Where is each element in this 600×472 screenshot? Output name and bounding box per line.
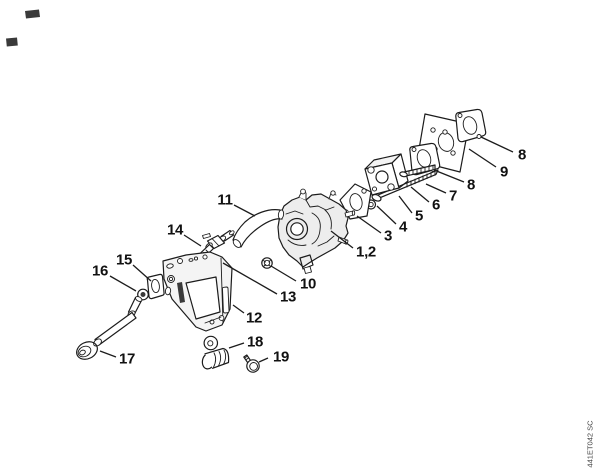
part-screw-19	[243, 354, 260, 373]
callout-18: 18	[246, 333, 264, 351]
leader-lines	[99, 136, 514, 363]
callout-13: 13	[279, 288, 297, 306]
part-elbow-fitting-14	[197, 229, 235, 261]
part-bracket-12	[162, 251, 233, 332]
leader-line-10	[270, 265, 297, 282]
callout-6: 6	[431, 196, 441, 214]
leader-line-15	[132, 264, 152, 282]
leader-line-4	[376, 205, 397, 225]
callout-8: 8	[466, 176, 476, 194]
leader-line-8	[480, 136, 514, 153]
callout-3: 3	[383, 227, 393, 245]
leader-line-13	[222, 262, 278, 295]
callout-8: 8	[517, 146, 527, 164]
callout-1-2: 1,2	[356, 243, 376, 261]
callout-10: 10	[299, 275, 317, 293]
drawing-code-label: 441ET042 SC	[585, 420, 595, 468]
part-screw-5	[371, 169, 439, 202]
callout-11: 11	[217, 191, 233, 209]
part-pickup-elbow-17	[76, 296, 143, 360]
leader-line-6	[410, 186, 430, 203]
leader-line-5	[398, 195, 413, 214]
callout-12: 12	[245, 309, 263, 327]
leader-line-19	[258, 357, 269, 363]
part-gasket-15	[146, 273, 165, 300]
leader-line-12	[232, 304, 245, 314]
leader-line-18	[228, 342, 245, 349]
callout-15: 15	[115, 251, 133, 269]
leader-line-16	[109, 275, 137, 292]
leader-line-9	[468, 148, 497, 168]
callout-4: 4	[398, 218, 408, 236]
callout-5: 5	[414, 207, 424, 225]
leader-line-11	[233, 204, 256, 217]
part-gasket-3	[339, 183, 372, 220]
leader-line-1-2	[330, 230, 354, 249]
leader-line-3	[356, 215, 382, 234]
callout-7: 7	[448, 187, 458, 205]
leader-line-14	[183, 234, 202, 247]
part-nut-10	[261, 257, 273, 269]
callout-9: 9	[499, 163, 509, 181]
part-screw-7	[399, 164, 436, 178]
callout-16: 16	[91, 262, 109, 280]
leader-line-7	[425, 183, 447, 194]
callout-17: 17	[118, 350, 136, 368]
scan-mark-icon	[6, 9, 40, 47]
part-gasket-8-upper	[455, 108, 487, 143]
part-spacer-6	[364, 153, 409, 196]
leader-line-17	[99, 350, 117, 358]
part-hose-11	[232, 209, 285, 248]
callout-14: 14	[166, 221, 184, 239]
part-sleeve-18	[201, 335, 230, 370]
leader-line-8	[433, 169, 465, 183]
callout-19: 19	[272, 348, 290, 366]
